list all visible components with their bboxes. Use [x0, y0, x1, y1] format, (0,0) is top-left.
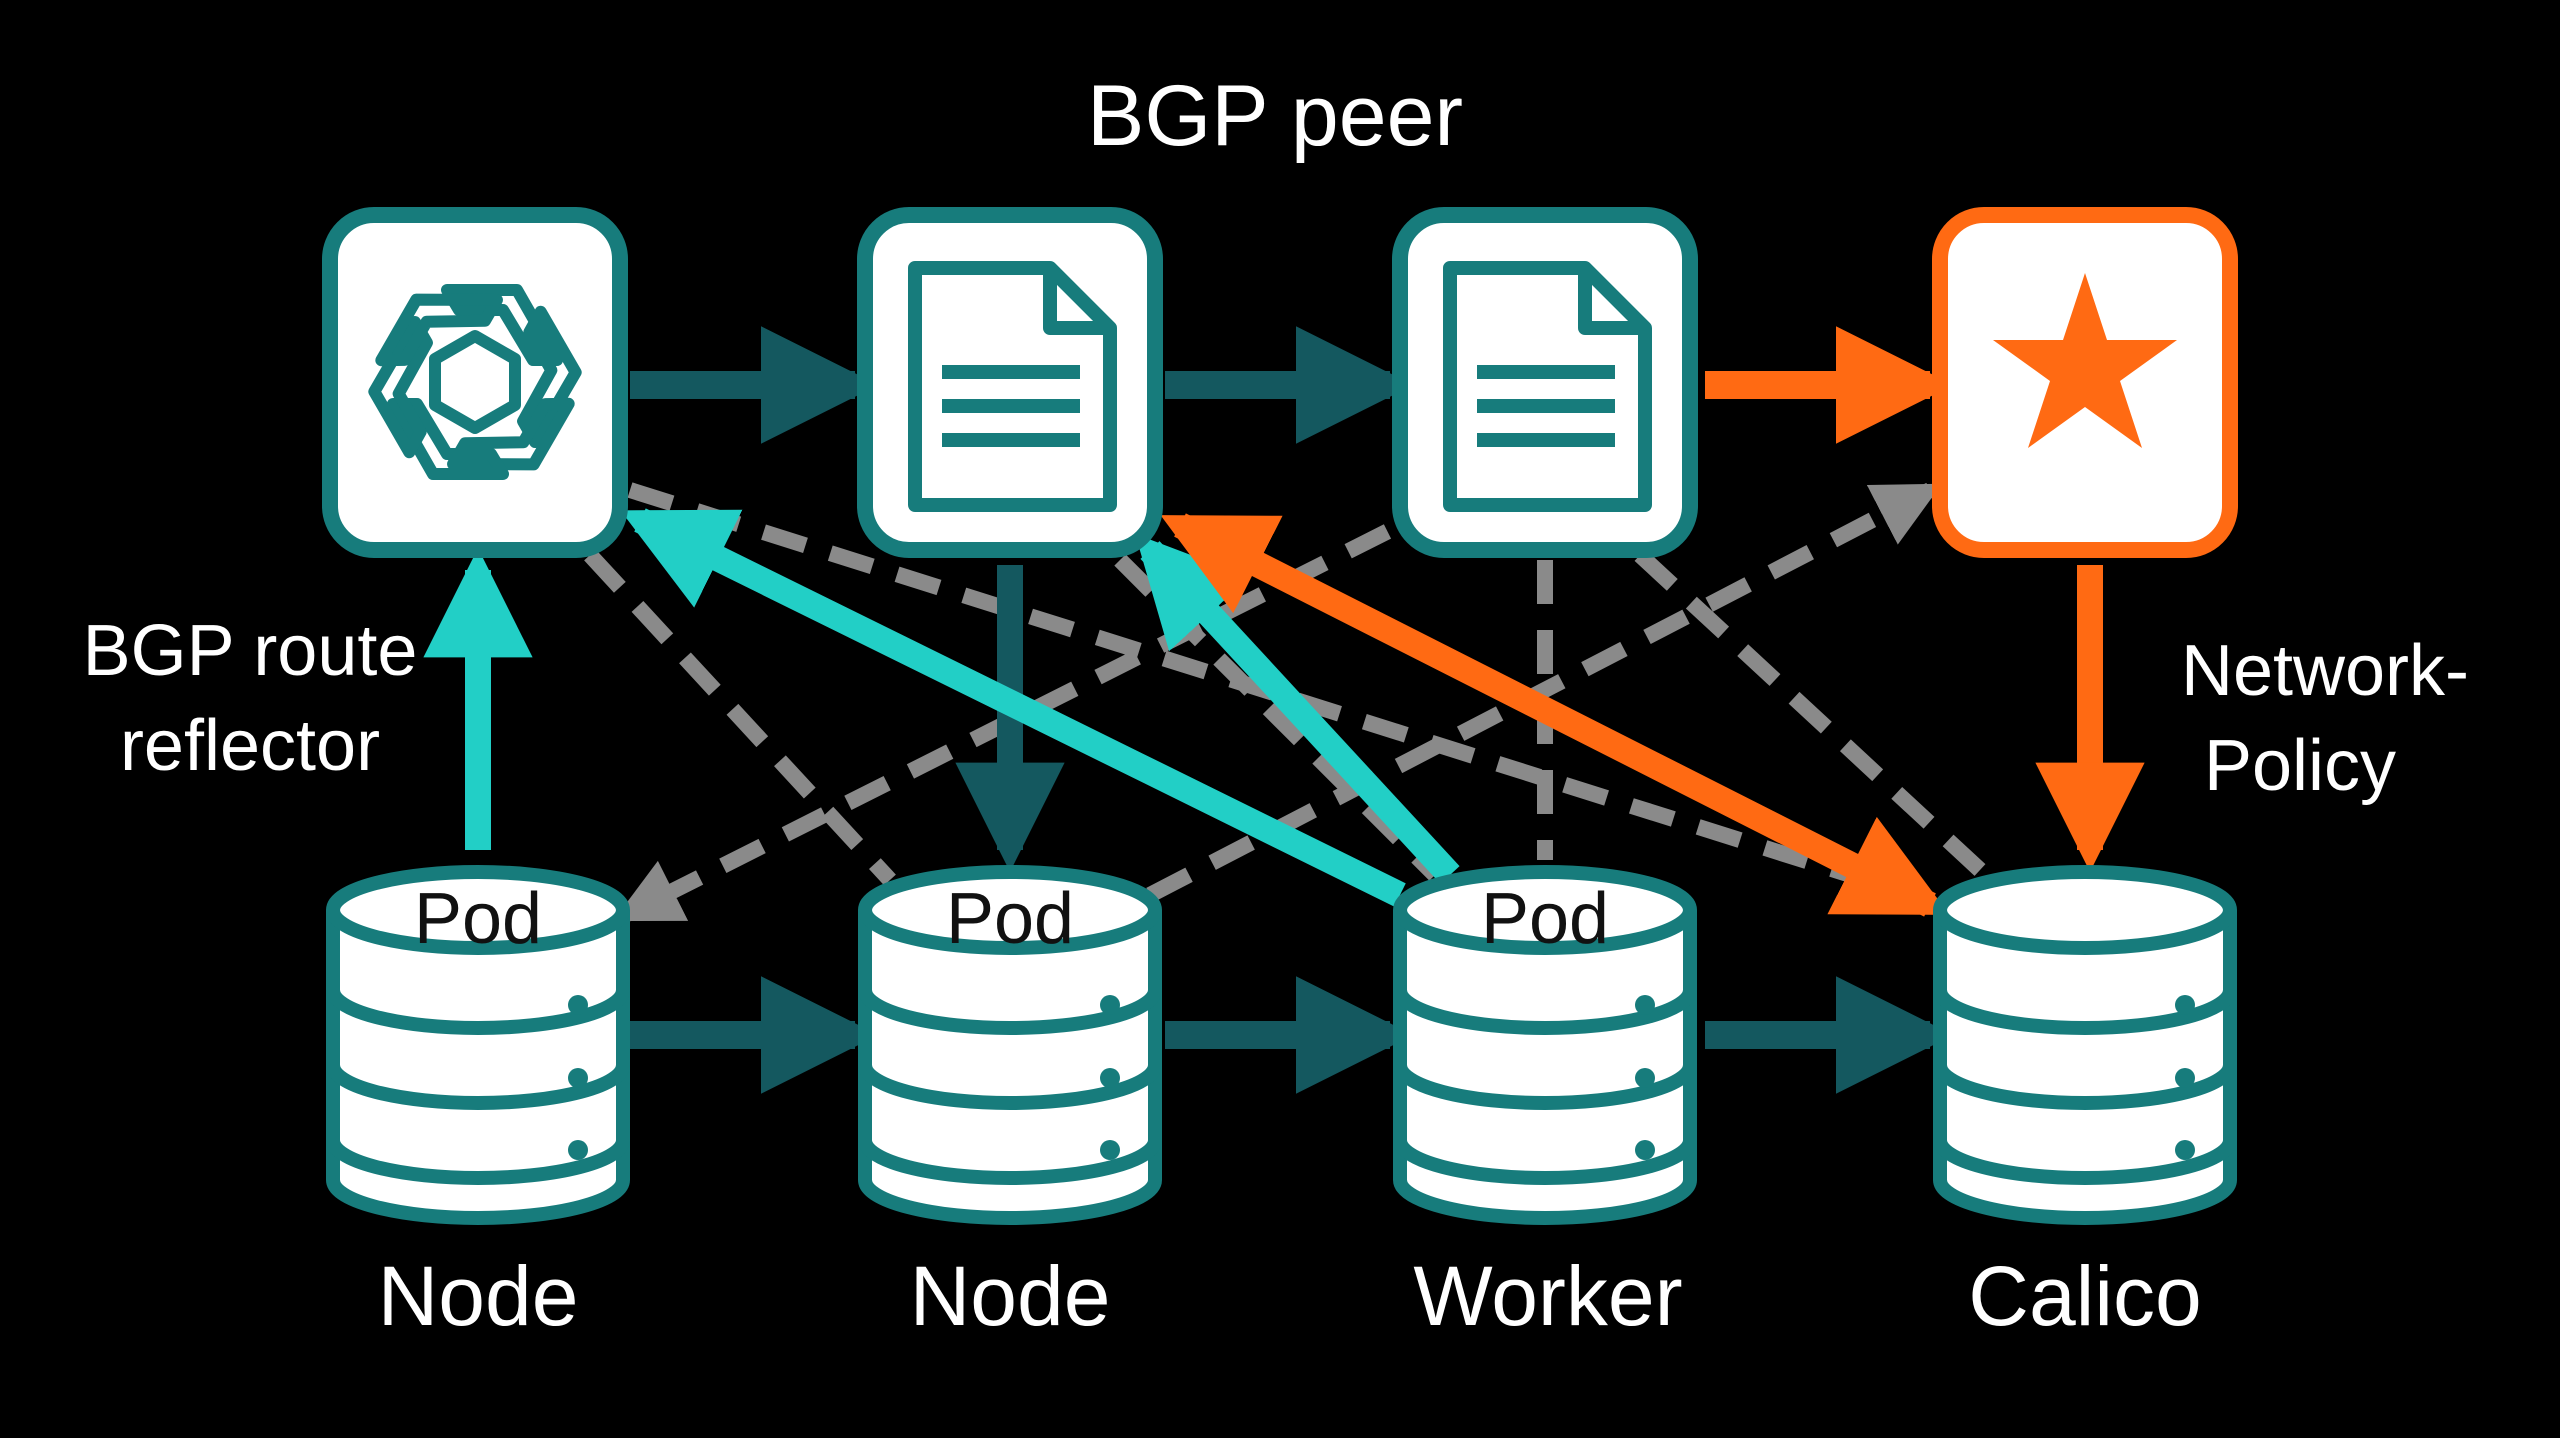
database-worker	[1393, 865, 1697, 1225]
label-bgp-route-line1: BGP route	[83, 611, 418, 691]
box-star	[1932, 207, 2238, 558]
arrow-calico-star-orange	[1160, 513, 1950, 917]
title-bgp-peer: BGP peer	[1087, 68, 1463, 164]
dash-knot-to-node2	[584, 549, 896, 886]
database-node-2	[858, 865, 1162, 1225]
label-network-policy-line1: Network-	[2181, 631, 2469, 711]
dash-doc2-to-calico	[1634, 549, 1986, 876]
box-openai	[322, 207, 628, 558]
label-node-1: Node	[378, 1249, 579, 1343]
pod-label-node-2: Pod	[946, 879, 1074, 959]
openai-knot-icon	[354, 265, 595, 499]
document-icon	[908, 261, 1117, 512]
document-icon	[1443, 261, 1652, 512]
label-node-2: Node	[910, 1249, 1111, 1343]
label-calico: Calico	[1968, 1249, 2201, 1343]
label-worker: Worker	[1413, 1249, 1682, 1343]
box-document-2	[1392, 207, 1698, 558]
label-bgp-route-line2: reflector	[120, 706, 380, 786]
database-calico	[1933, 865, 2237, 1225]
pod-label-worker: Pod	[1481, 879, 1609, 959]
pod-label-node-1: Pod	[414, 879, 542, 959]
database-node-1	[326, 865, 630, 1225]
star-icon	[1993, 273, 2177, 448]
label-network-policy-line2: Policy	[2204, 726, 2396, 806]
box-document-1	[857, 207, 1163, 558]
